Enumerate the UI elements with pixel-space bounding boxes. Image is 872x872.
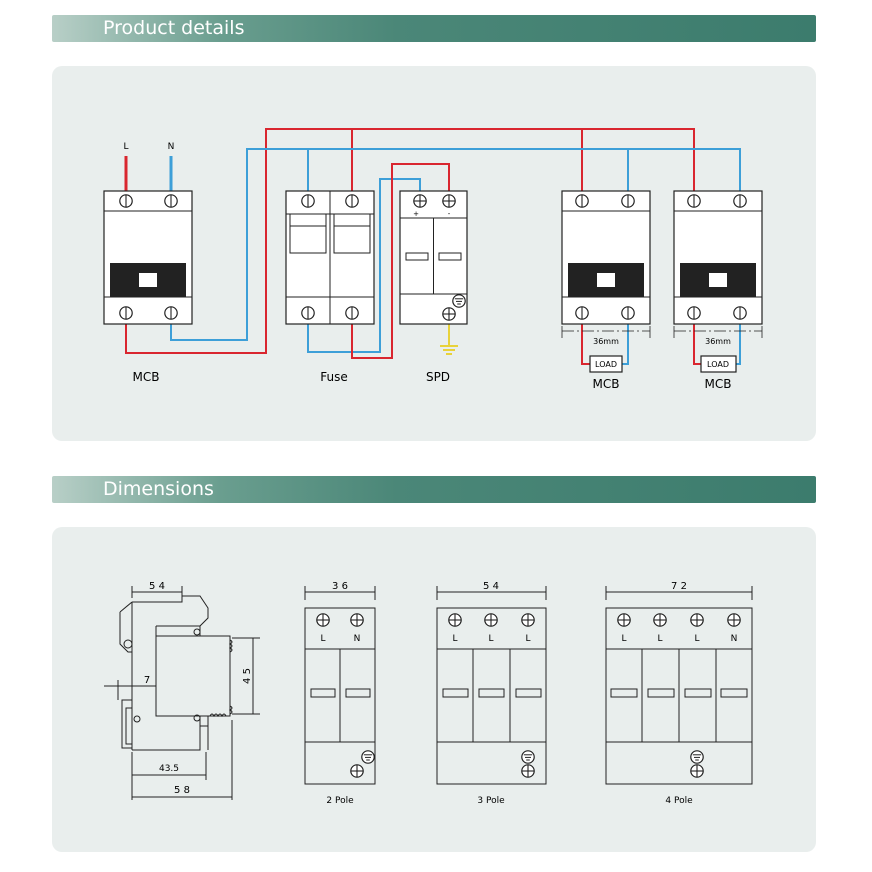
mcb-label: MCB (133, 370, 160, 384)
spd-label: SPD (426, 370, 450, 384)
branch-1-width-label: 36mm (593, 337, 619, 346)
two-pole-caption: 2 Pole (326, 796, 354, 806)
three-pole-width: 5 4 (483, 581, 499, 592)
product-details-banner: Product details (52, 15, 816, 42)
side-depth-mid: 43.5 (159, 764, 179, 774)
side-height: 4 5 (242, 668, 253, 684)
three-pole-terminal-1: L (452, 634, 457, 644)
terminal-l-label: L (123, 142, 128, 152)
side-top-width: 5 4 (149, 581, 165, 592)
spd-device (399, 190, 468, 325)
branch-mcb-2 (673, 190, 763, 373)
spd-plus-label: + (413, 210, 419, 218)
two-pole-terminal-2: N (354, 634, 361, 644)
branch-1-mcb-label: MCB (593, 377, 620, 391)
live-main-wire (125, 128, 695, 354)
fuse-holder (285, 190, 375, 325)
four-pole-caption: 4 Pole (665, 796, 693, 806)
three-pole-terminal-2: L (488, 634, 493, 644)
product-details-title: Product details (103, 17, 245, 39)
neutral-main-wire (170, 148, 741, 341)
dimensions-title: Dimensions (103, 478, 214, 500)
fuse-spd-neutral-wire (307, 178, 421, 353)
two-pole-width: 3 6 (332, 581, 348, 592)
three-pole-terminal-3: L (525, 634, 530, 644)
side-depth-total: 5 8 (174, 785, 190, 796)
four-pole-terminal-4: N (731, 634, 738, 644)
four-pole-terminal-2: L (657, 634, 662, 644)
two-pole-terminal-1: L (320, 634, 325, 644)
input-mcb (103, 190, 193, 325)
three-pole-caption: 3 Pole (477, 796, 505, 806)
front-view-2-pole (304, 586, 376, 785)
four-pole-terminal-3: L (694, 634, 699, 644)
four-pole-terminal-1: L (621, 634, 626, 644)
fuse-label: Fuse (320, 370, 348, 384)
branch-2-width-label: 36mm (705, 337, 731, 346)
terminal-n-label: N (168, 142, 175, 152)
fuse-spd-live-wire (351, 163, 450, 359)
side-depth-small: 7 (144, 675, 150, 686)
side-view-drawing (104, 586, 260, 800)
four-pole-width: 7 2 (671, 581, 687, 592)
branch-2-load-label: LOAD (707, 360, 729, 369)
spd-minus-label: - (448, 210, 451, 218)
front-view-3-pole (436, 586, 547, 785)
branch-2-mcb-label: MCB (705, 377, 732, 391)
wiring-lines (124, 128, 741, 365)
branch-mcb-1 (561, 190, 651, 373)
branch-1-load-label: LOAD (595, 360, 617, 369)
front-view-4-pole (605, 586, 753, 785)
dimensions-banner: Dimensions (52, 476, 816, 503)
